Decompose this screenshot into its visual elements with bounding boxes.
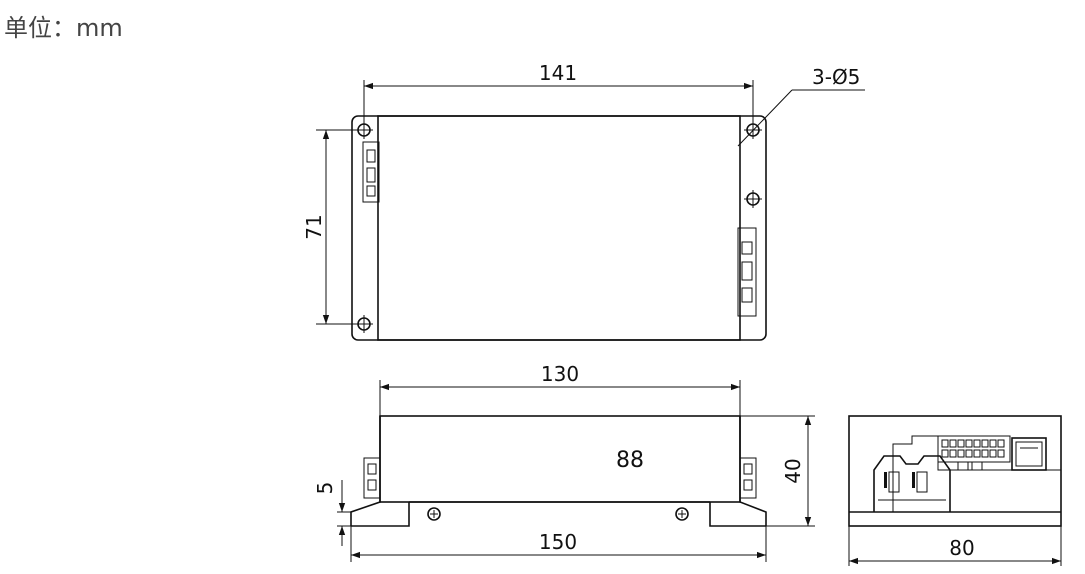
dimension-141: 141 bbox=[363, 61, 754, 121]
pin-cell bbox=[949, 449, 957, 458]
dimension-150-text: 150 bbox=[539, 530, 577, 554]
dimension-71: 71 bbox=[302, 129, 358, 325]
dimension-80-text: 80 bbox=[949, 536, 974, 560]
side-component bbox=[971, 461, 983, 471]
side-pin-header bbox=[937, 435, 1011, 463]
dimension-130: 130 bbox=[379, 362, 741, 416]
mounting-hole-middle-right bbox=[744, 190, 762, 208]
pin-cell bbox=[973, 439, 981, 448]
unit-label: 单位：mm bbox=[4, 14, 123, 42]
pin-cell bbox=[989, 449, 997, 458]
pin-cell bbox=[957, 439, 965, 448]
top-view-plate bbox=[351, 115, 767, 341]
side-power-connector bbox=[873, 455, 951, 512]
screw-left bbox=[427, 507, 441, 521]
front-label-88: 88 bbox=[616, 448, 644, 473]
side-view: 80 bbox=[848, 415, 1062, 566]
pin-cell bbox=[981, 439, 989, 448]
dimension-130-text: 130 bbox=[541, 362, 579, 386]
dimension-5-text: 5 bbox=[313, 482, 337, 495]
left-connector bbox=[362, 141, 380, 203]
pin-cell bbox=[941, 449, 949, 458]
right-connector bbox=[737, 227, 757, 317]
front-view-body bbox=[379, 415, 741, 503]
front-left-connector bbox=[363, 457, 381, 499]
pin-cell bbox=[997, 449, 1005, 458]
pin-cell bbox=[965, 439, 973, 448]
front-view: 88 130 150 40 5 bbox=[313, 362, 815, 562]
pin-cell bbox=[981, 449, 989, 458]
dimension-150: 150 bbox=[350, 526, 767, 562]
pin-cell bbox=[949, 439, 957, 448]
pin-cell bbox=[965, 449, 973, 458]
pin-cell bbox=[997, 439, 1005, 448]
front-right-connector bbox=[739, 457, 757, 499]
dimension-40: 40 bbox=[740, 415, 815, 527]
hole-callout: 3-Ø5 bbox=[737, 65, 865, 147]
side-view-body bbox=[848, 415, 1062, 527]
side-connector-outline bbox=[892, 435, 1061, 512]
pin-cell bbox=[941, 439, 949, 448]
pin-cell bbox=[973, 449, 981, 458]
pin-cell bbox=[989, 439, 997, 448]
side-component bbox=[957, 461, 969, 471]
dimension-40-text: 40 bbox=[781, 458, 805, 483]
top-view-body bbox=[377, 115, 741, 341]
screw-right bbox=[675, 507, 689, 521]
pin-cell bbox=[957, 449, 965, 458]
dimension-141-text: 141 bbox=[539, 61, 577, 85]
front-left-foot bbox=[351, 502, 410, 527]
hole-callout-text: 3-Ø5 bbox=[812, 65, 860, 89]
dimension-71-text: 71 bbox=[302, 214, 326, 239]
top-view: 141 71 3-Ø5 bbox=[302, 61, 865, 341]
dimension-80: 80 bbox=[848, 526, 1062, 566]
side-rj-jack bbox=[1011, 437, 1047, 471]
dimension-5: 5 bbox=[313, 480, 351, 546]
front-right-foot bbox=[709, 502, 766, 527]
